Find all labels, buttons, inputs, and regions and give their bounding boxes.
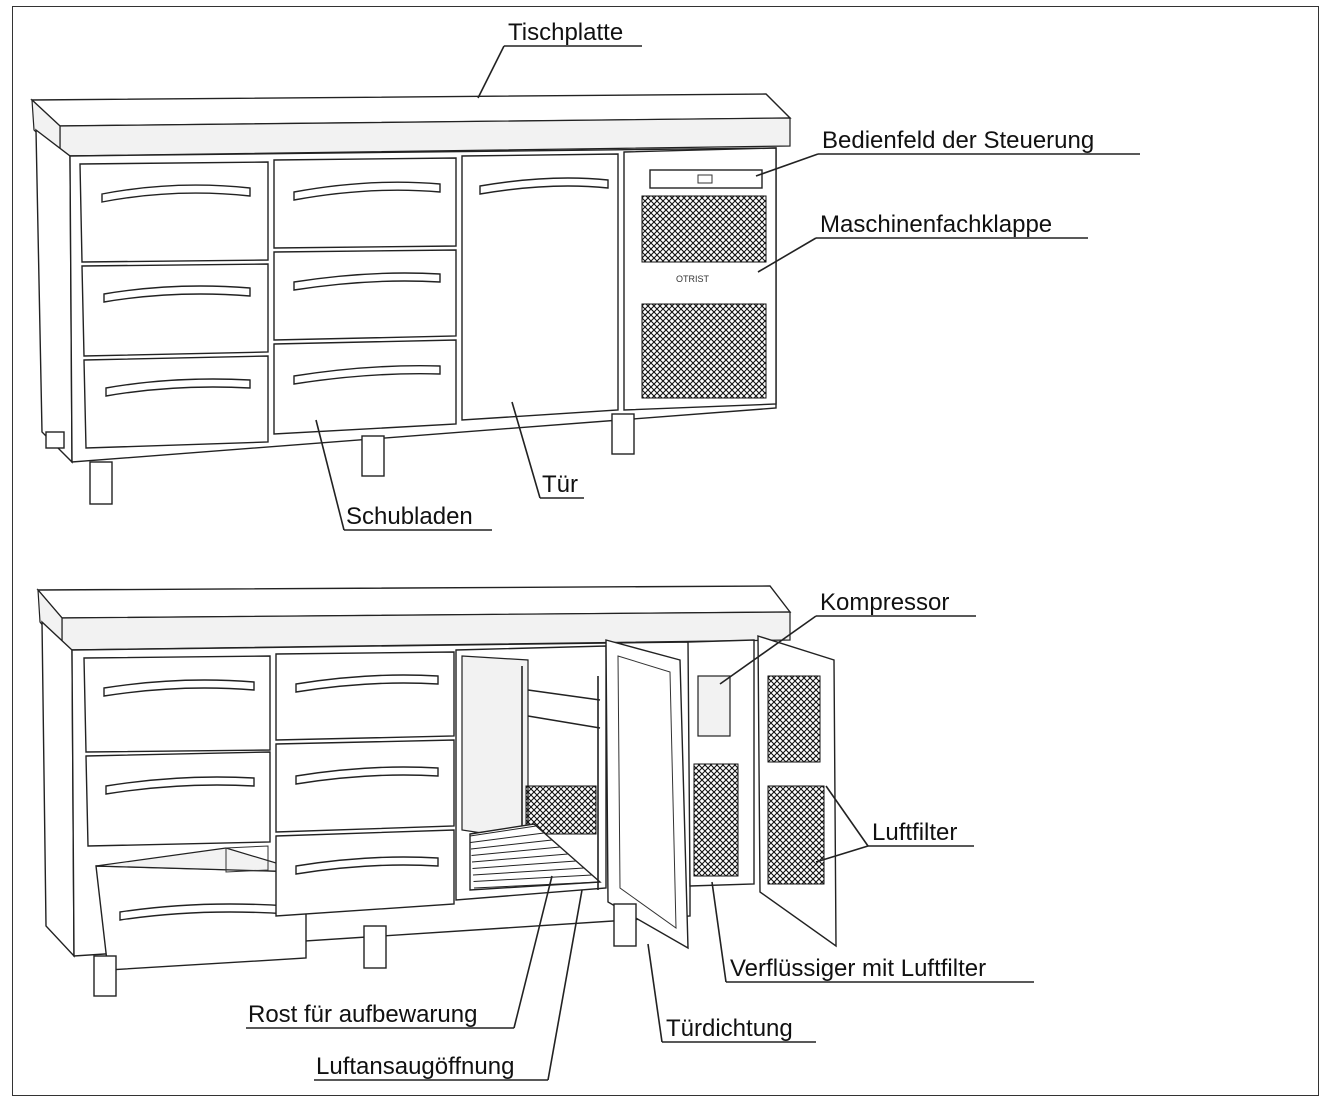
label-verfluessiger: Verflüssiger mit Luftfilter	[730, 955, 986, 982]
rack-bar	[472, 867, 585, 876]
condenser-filter	[693, 763, 739, 877]
counter-bottom-unit	[36, 585, 837, 997]
label-tischplatte: Tischplatte	[508, 19, 623, 46]
machine-compartment-flap: OTRIST	[623, 147, 777, 411]
cabinet-left-side	[35, 128, 73, 464]
label-luftfilter: Luftfilter	[872, 819, 957, 846]
rack-bar	[472, 860, 577, 869]
feet-bottom	[93, 903, 637, 997]
control-panel	[649, 169, 763, 189]
rack-bar	[470, 839, 553, 850]
leader-lines	[246, 45, 1140, 1081]
brand-logo: OTRIST	[676, 274, 710, 284]
labels: Tischplatte Bedienfeld der Steuerung Mas…	[248, 19, 1094, 1080]
compressor	[697, 675, 731, 737]
label-luftansaug: Luftansaugöffnung	[316, 1053, 514, 1080]
upper-grille	[641, 195, 767, 263]
top-door	[461, 153, 619, 421]
label-tuerdichtung: Türdichtung	[666, 1015, 793, 1042]
counter-top-unit: OTRIST	[30, 93, 792, 505]
rack-bar	[470, 832, 545, 843]
drawer-column-left-bottom	[83, 655, 307, 971]
storage-rack	[469, 823, 602, 891]
label-bedienfeld: Bedienfeld der Steuerung	[822, 127, 1094, 154]
rack-bar	[471, 846, 561, 856]
diagram-frame	[12, 6, 1319, 1096]
label-tuer: Tür	[542, 471, 578, 498]
air-filter-upper	[767, 675, 821, 763]
cabinet-left-side-bottom	[41, 620, 75, 958]
open-door	[597, 639, 689, 950]
lower-grille	[641, 303, 767, 399]
rack-bar	[473, 874, 593, 882]
machine-compartment-open	[687, 635, 837, 948]
drawer-column-left	[79, 161, 269, 449]
rack-bar	[471, 853, 569, 863]
rack-bar	[473, 881, 601, 889]
drawer-column-middle	[273, 157, 457, 435]
label-maschinenfachklappe: Maschinenfachklappe	[820, 211, 1052, 238]
rack-bar	[469, 825, 537, 837]
label-rost: Rost für aufbewarung	[248, 1001, 477, 1028]
drawer-column-middle-bottom	[275, 651, 455, 917]
air-filter-lower	[767, 785, 825, 885]
feet-top	[45, 413, 635, 505]
label-schubladen: Schubladen	[346, 503, 473, 530]
label-kompressor: Kompressor	[820, 589, 949, 616]
open-interior	[455, 645, 607, 901]
